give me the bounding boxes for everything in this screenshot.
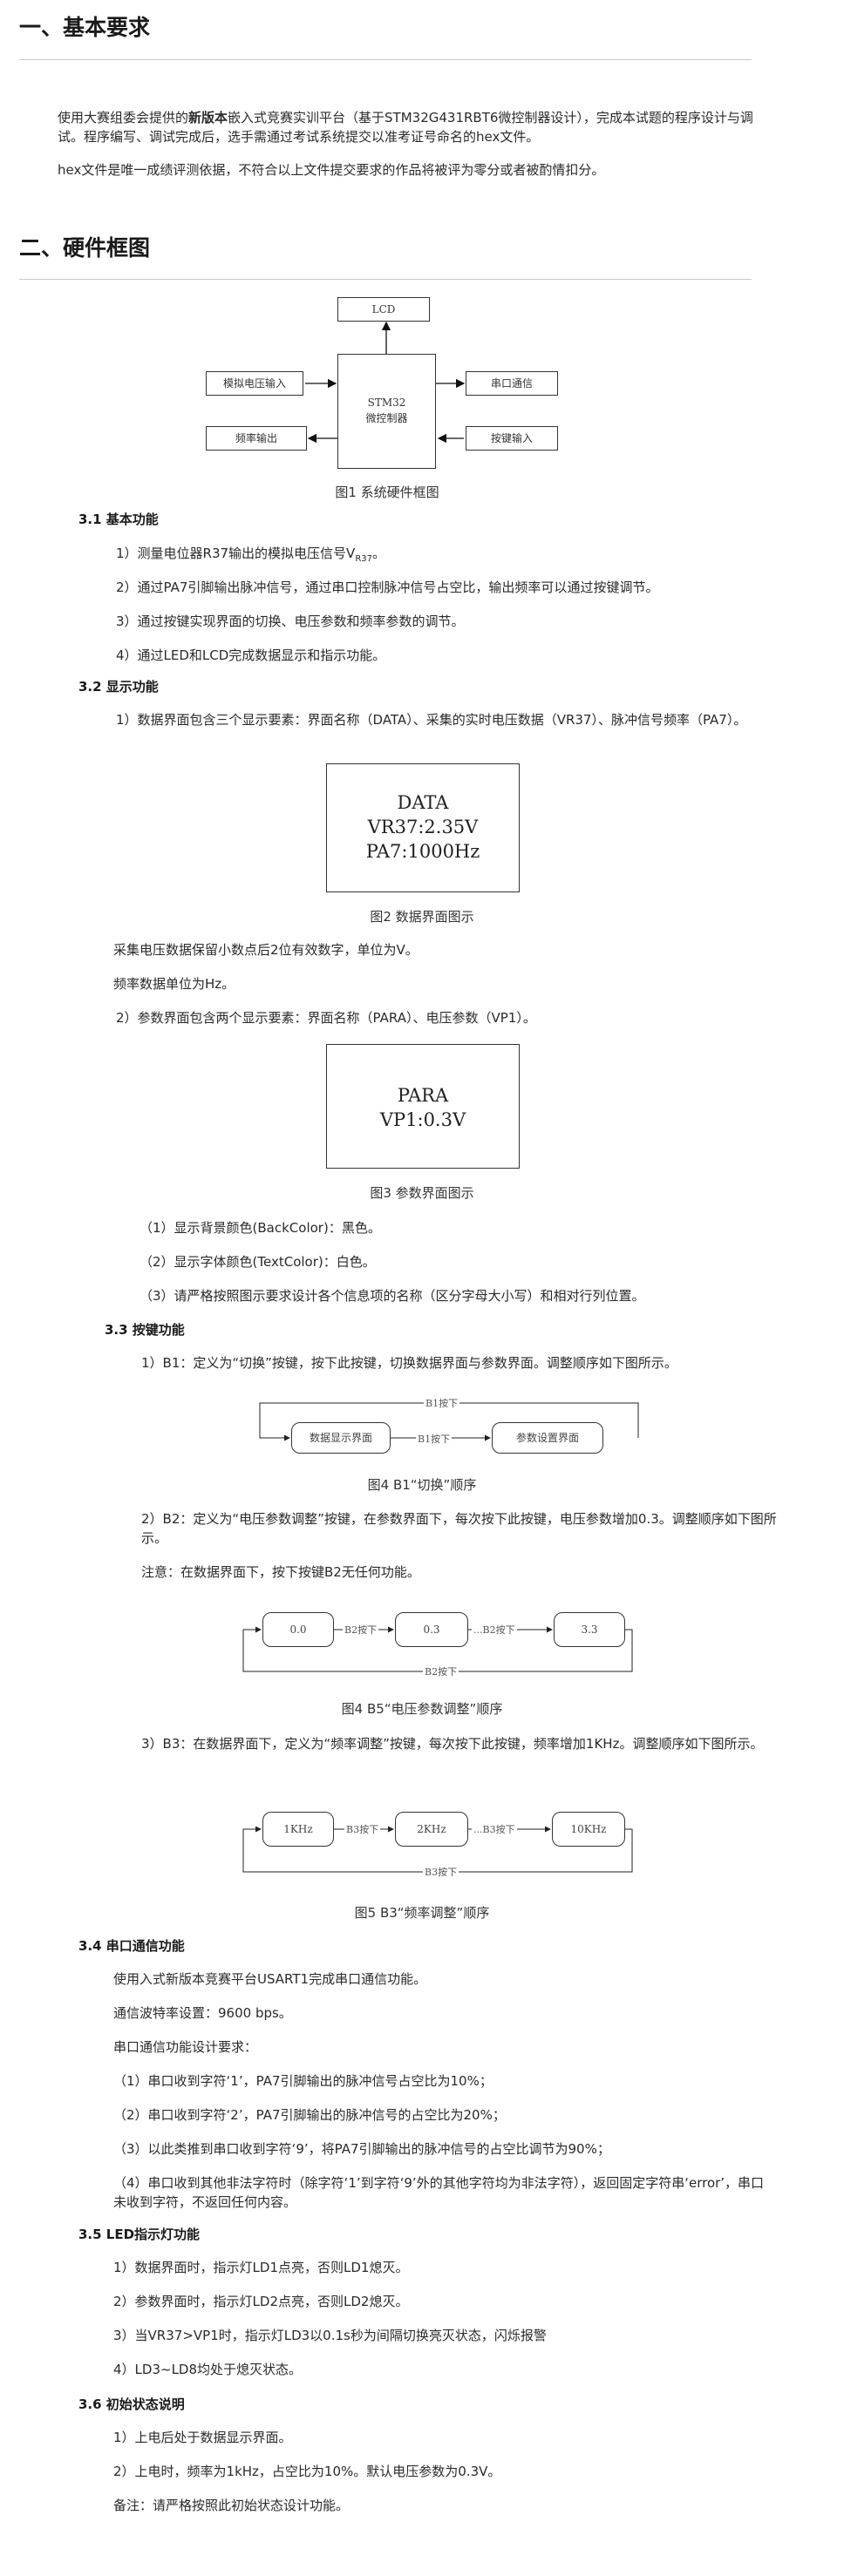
lcd-param-screen: PARA VP1:0.3V <box>326 1044 520 1169</box>
intro-text-bold: 新版本 <box>188 110 228 125</box>
voltage-state-max: 3.3 <box>554 1612 625 1647</box>
b1-top-label: B1按下 <box>424 1396 460 1410</box>
uart-req-1: （1）串口收到字符‘1’，PA7引脚输出的脉冲信号占空比为10%； <box>113 2073 493 2089</box>
uart-req-3: （3）以此类推到串口收到字符‘9’，将PA7引脚输出的脉冲信号的占空比调节为90… <box>113 2141 610 2157</box>
section-2-heading: 二、硬件框图 <box>19 235 151 261</box>
key-input-block: 按键输入 <box>466 426 558 451</box>
b2-label-2: ...B2按下 <box>472 1623 517 1637</box>
freq-state-1k: 1KHz <box>262 1812 334 1847</box>
lcd-data-line-2: VR37:2.35V <box>367 817 479 837</box>
basic-item-1-sub: R37 <box>355 554 373 564</box>
uart-requirements-intro: 串口通信功能设计要求： <box>113 2039 258 2055</box>
led-item-1: 1）数据界面时，指示灯LD1点亮，否则LD1熄灭。 <box>113 2260 409 2275</box>
b3-label-2: ...B3按下 <box>472 1822 517 1836</box>
figure-1-caption: 图1 系统硬件框图 <box>335 485 439 500</box>
display-req-3: （3）请严格按照图示要求设计各个信息项的名称（区分字母大小写）和相对行列位置。 <box>140 1288 645 1304</box>
frequency-unit-note: 频率数据单位为Hz。 <box>113 976 235 992</box>
section-1-rule <box>19 59 752 60</box>
b3-frequency-flow: 1KHz 2KHz 10KHz B3按下 ...B3按下 B3按下 <box>242 1800 643 1888</box>
freq-state-2k: 2KHz <box>395 1812 468 1847</box>
section-2-rule <box>19 279 752 280</box>
voltage-state-1: 0.3 <box>395 1612 468 1647</box>
basic-item-3: 3）通过按键实现界面的切换、电压参数和频率参数的调节。 <box>116 613 465 629</box>
frequency-output-block: 频率输出 <box>206 426 307 451</box>
mcu-block: STM32 微控制器 <box>337 354 436 469</box>
lcd-data-line-3: PA7:1000Hz <box>365 841 480 862</box>
init-item-1: 1）上电后处于数据显示界面。 <box>113 2430 292 2445</box>
heading-3-5: 3.5 LED指示灯功能 <box>78 2227 201 2242</box>
analog-input-block: 模拟电压输入 <box>206 371 303 396</box>
mcu-label-2: 微控制器 <box>365 412 408 424</box>
data-display-state: 数据显示界面 <box>291 1422 391 1454</box>
param-setting-state: 参数设置界面 <box>492 1422 603 1454</box>
key-b3-desc: 3）B3：在数据界面下，定义为“频率调整”按键，每次按下此按键，频率增加1KHz… <box>141 1736 764 1752</box>
uart-req-4: （4）串口收到其他非法字符时（除字符‘1’到字符‘9’外的其他字符均为非法字符）… <box>113 2175 765 2210</box>
key-b1-desc: 1）B1：定义为“切换”按键，按下此按键，切换数据界面与参数界面。调整顺序如下图… <box>141 1355 677 1371</box>
voltage-precision-note: 采集电压数据保留小数点后2位有效数字，单位为V。 <box>113 942 419 958</box>
lcd-param-line-2: VP1:0.3V <box>379 1109 466 1130</box>
diagram-arrows <box>305 321 466 444</box>
figure-2-caption: 图2 数据界面图示 <box>370 909 474 925</box>
hex-note: hex文件是唯一成绩评测依据，不符合以上文件提交要求的作品将被评为零分或者被酌情… <box>58 162 605 178</box>
section-1-heading: 一、基本要求 <box>19 15 151 40</box>
lcd-param-line-1: PARA <box>397 1085 449 1106</box>
figure-3-caption: 图3 参数界面图示 <box>370 1185 474 1201</box>
led-item-4: 4）LD3~LD8均处于熄灭状态。 <box>113 2362 303 2377</box>
b1-mid-label: B1按下 <box>416 1432 453 1446</box>
display-req-2: （2）显示字体颜色(TextColor)：白色。 <box>140 1254 376 1270</box>
lcd-block: LCD <box>337 297 430 322</box>
mcu-label-1: STM32 <box>367 397 406 409</box>
serial-comm-block: 串口通信 <box>466 371 558 396</box>
b2-label-1: B2按下 <box>343 1623 379 1637</box>
heading-3-2: 3.2 显示功能 <box>78 679 159 695</box>
init-remark: 备注：请严格按照此初始状态设计功能。 <box>113 2498 350 2513</box>
basic-item-1-text: 1）测量电位器R37输出的模拟电压信号V <box>116 546 356 561</box>
b3-label-return: B3按下 <box>423 1865 459 1879</box>
hardware-block-diagram: LCD STM32 微控制器 模拟电压输入 频率输出 串口通信 按键输入 <box>201 296 575 471</box>
figure-4b-caption: 图4 B5“电压参数调整”顺序 <box>341 1701 503 1717</box>
basic-item-1-end: 。 <box>372 546 386 561</box>
lcd-data-screen: DATA VR37:2.35V PA7:1000Hz <box>326 763 520 892</box>
intro-paragraph: 使用大赛组委会提供的新版本嵌入式竞赛实训平台（基于STM32G431RBT6微控… <box>58 108 755 146</box>
lcd-data-line-1: DATA <box>397 792 449 813</box>
heading-3-1: 3.1 基本功能 <box>78 512 159 527</box>
figure-5-caption: 图5 B3“频率调整”顺序 <box>354 1905 490 1921</box>
key-b2-note: 注意：在数据界面下，按下按键B2无任何功能。 <box>141 1564 420 1580</box>
b1-switch-flow: 数据显示界面 参数设置界面 B1按下 B1按下 <box>258 1393 642 1462</box>
init-item-2: 2）上电时，频率为1kHz，占空比为10%。默认电压参数为0.3V。 <box>113 2464 501 2479</box>
baud-rate: 通信波特率设置：9600 bps。 <box>113 2005 292 2021</box>
b2-label-return: B2按下 <box>423 1664 459 1678</box>
intro-text-a: 使用大赛组委会提供的 <box>58 110 189 125</box>
freq-state-10k: 10KHz <box>552 1812 625 1847</box>
figure-4a-caption: 图4 B1“切换”顺序 <box>367 1477 477 1493</box>
key-b2-desc: 2）B2：定义为“电压参数调整”按键，在参数界面下，每次按下此按键，电压参数增加… <box>141 1511 777 1546</box>
intro-text-b: 嵌入式竞赛实训平台（基于STM32G431RBT6微控制器设计），完成本试题的程… <box>58 110 753 145</box>
heading-3-6: 3.6 初始状态说明 <box>78 2396 185 2412</box>
display-req-1: （1）显示背景颜色(BackColor)：黑色。 <box>140 1220 381 1236</box>
basic-item-1: 1）测量电位器R37输出的模拟电压信号VR37。 <box>116 544 385 569</box>
basic-item-2: 2）通过PA7引脚输出脉冲信号，通过串口控制脉冲信号占空比，输出频率可以通过按键… <box>116 580 659 595</box>
uart-req-2: （2）串口收到字符‘2’，PA7引脚输出的脉冲信号的占空比为20%； <box>113 2107 506 2123</box>
b2-voltage-flow: 0.0 0.3 3.3 B2按下 ...B2按下 B2按下 <box>242 1599 643 1686</box>
heading-3-3: 3.3 按键功能 <box>105 1322 185 1338</box>
display-item-1: 1）数据界面包含三个显示要素：界面名称（DATA）、采集的实时电压数据（VR37… <box>116 712 747 728</box>
led-item-2: 2）参数界面时，指示灯LD2点亮，否则LD2熄灭。 <box>113 2294 409 2309</box>
uart-desc: 使用入式新版本竞赛平台USART1完成串口通信功能。 <box>113 1971 427 1987</box>
heading-3-4: 3.4 串口通信功能 <box>78 1938 185 1954</box>
display-item-2: 2）参数界面包含两个显示要素：界面名称（PARA）、电压参数（VP1）。 <box>116 1010 536 1026</box>
b3-label-1: B3按下 <box>344 1822 381 1836</box>
led-item-3: 3）当VR37>VP1时，指示灯LD3以0.1s秒为间隔切换亮灭状态，闪烁报警 <box>113 2328 547 2343</box>
voltage-state-0: 0.0 <box>262 1612 334 1647</box>
basic-item-4: 4）通过LED和LCD完成数据显示和指示功能。 <box>116 647 386 663</box>
